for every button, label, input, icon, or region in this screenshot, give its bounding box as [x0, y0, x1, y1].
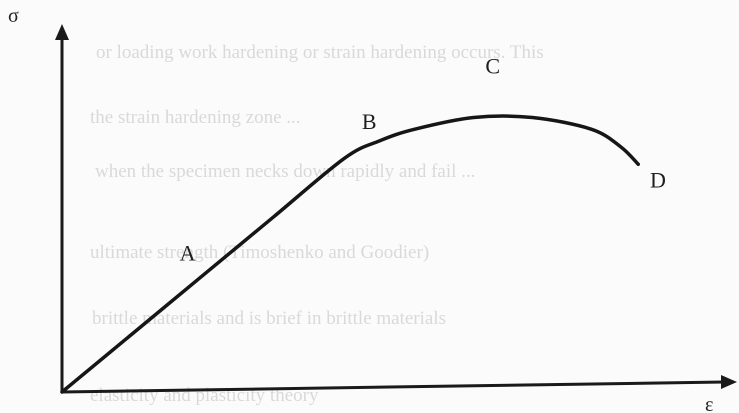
- background-text-line: when the specimen necks down rapidly and…: [95, 161, 475, 182]
- curve-point-labels: A B C D: [180, 54, 666, 266]
- x-axis-label: ε: [705, 394, 713, 413]
- x-axis-line: [61, 380, 725, 394]
- curve-point-label-b: B: [362, 109, 377, 134]
- x-axis-arrow: [721, 375, 737, 389]
- curve-point-label-a: A: [180, 241, 196, 266]
- stress-strain-curve: [60, 114, 640, 394]
- background-text-line: the strain hardening zone ...: [90, 107, 301, 128]
- y-axis-label: σ: [8, 5, 19, 27]
- background-text-line: brittle materials and is brief in brittl…: [92, 308, 446, 329]
- background-text-line: ultimate strength (Timoshenko and Goodie…: [90, 242, 429, 263]
- curve-point-label-d: D: [650, 168, 666, 193]
- axes: σ ε: [8, 5, 737, 413]
- y-axis-arrow: [55, 24, 69, 40]
- background-text-line: or loading work hardening or strain hard…: [96, 42, 544, 63]
- background-text-layer: or loading work hardening or strain hard…: [90, 42, 544, 406]
- curve-point-label-c: C: [485, 54, 500, 79]
